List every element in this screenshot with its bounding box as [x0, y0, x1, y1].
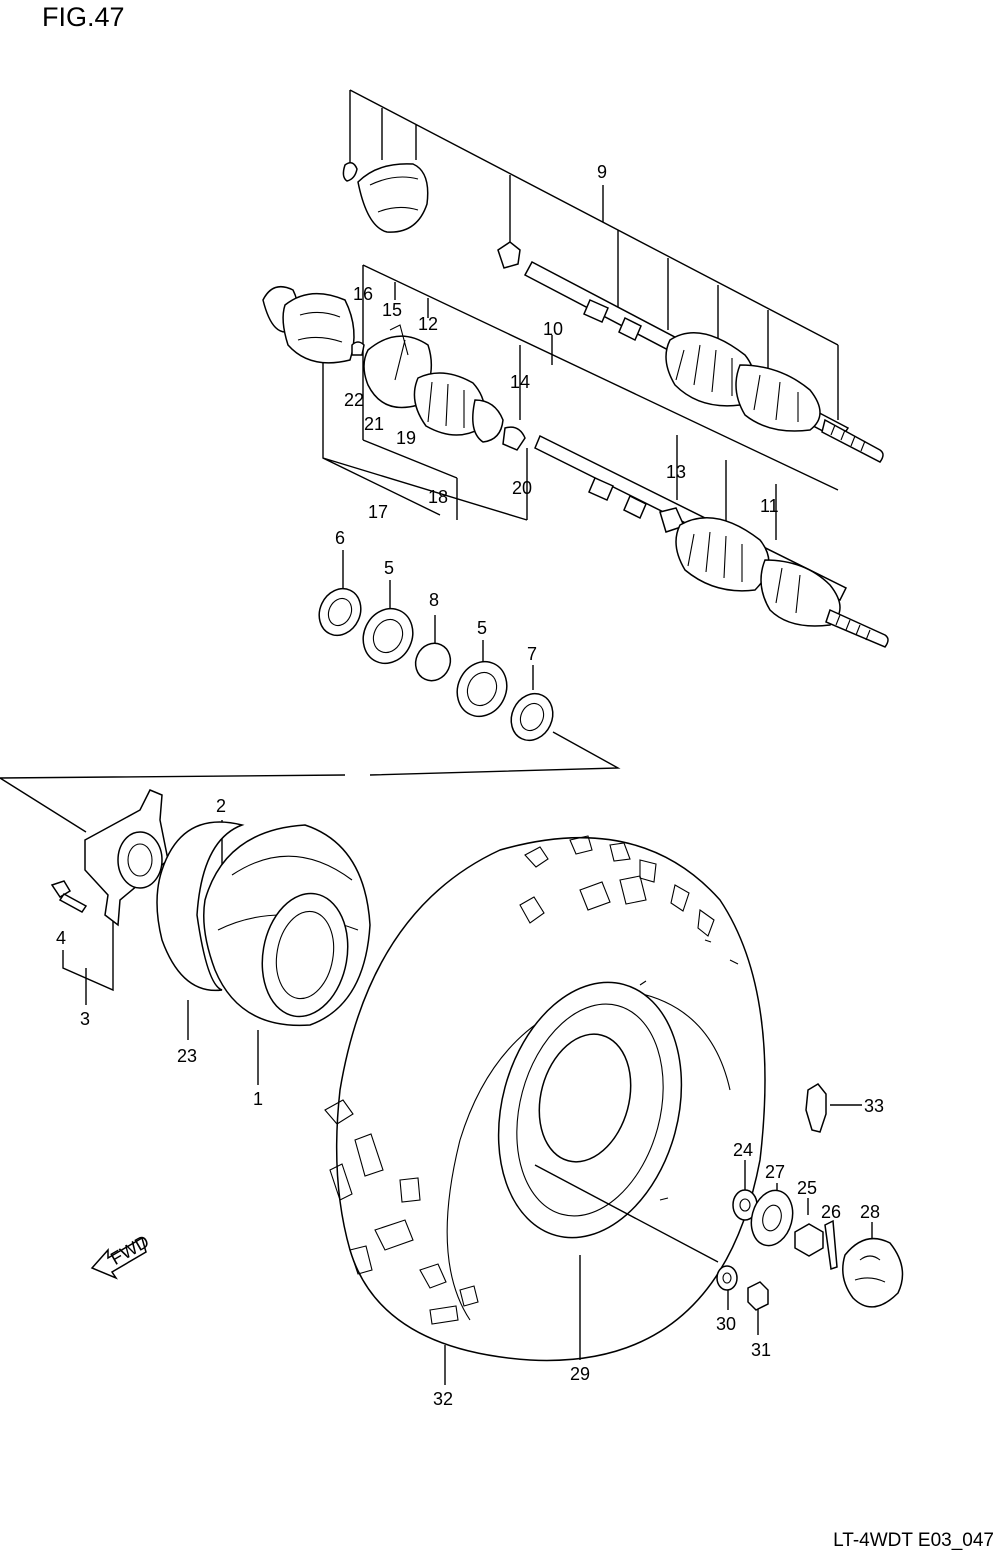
callout-6: 6 — [335, 528, 345, 548]
callout-24: 24 — [733, 1140, 753, 1160]
callout-8: 8 — [429, 590, 439, 610]
callout-15: 15 — [382, 300, 402, 320]
callout-2: 2 — [216, 796, 226, 816]
callout-18: 18 — [428, 487, 448, 507]
callout-33: 33 — [864, 1096, 884, 1116]
bearing-set — [318, 550, 554, 742]
callout-7: 7 — [527, 644, 537, 664]
callout-17: 17 — [368, 502, 388, 522]
hub-assembly — [0, 731, 621, 1085]
axle-nut-parts — [716, 1083, 904, 1335]
callout-25: 25 — [797, 1178, 817, 1198]
wheel-assembly — [324, 835, 766, 1385]
callout-26: 26 — [821, 1202, 841, 1222]
callout-12: 12 — [418, 314, 438, 334]
callout-3: 3 — [80, 1009, 90, 1029]
callout-19: 19 — [396, 428, 416, 448]
callout-11: 11 — [760, 496, 779, 516]
callout-14: 14 — [510, 372, 530, 392]
callout-labels: 9 10 11 12 13 14 15 16 17 18 19 20 21 22… — [56, 162, 884, 1409]
callout-21: 21 — [364, 414, 384, 434]
callout-16: 16 — [353, 284, 373, 304]
fwd-arrow-icon: FWD — [90, 1231, 153, 1280]
callout-28: 28 — [860, 1202, 880, 1222]
fwd-label: FWD — [107, 1231, 152, 1269]
callout-31: 31 — [751, 1340, 771, 1360]
figure-title: FIG.47 — [42, 2, 125, 32]
callout-30: 30 — [716, 1314, 736, 1334]
callout-29: 29 — [570, 1364, 590, 1384]
callout-27: 27 — [765, 1162, 785, 1182]
callout-10: 10 — [543, 319, 563, 339]
callout-9: 9 — [597, 162, 607, 182]
callout-5a: 5 — [384, 558, 394, 578]
callout-20: 20 — [512, 478, 532, 498]
callout-13: 13 — [666, 462, 686, 482]
figure-code: LT-4WDT E03_047 — [833, 1530, 994, 1551]
drive-shaft-lower — [262, 264, 889, 648]
drive-shaft-upper — [342, 89, 884, 463]
callout-22: 22 — [344, 390, 364, 410]
callout-23: 23 — [177, 1046, 197, 1066]
callout-4: 4 — [56, 928, 66, 948]
callout-5b: 5 — [477, 618, 487, 638]
callout-32: 32 — [433, 1389, 453, 1409]
callout-1: 1 — [253, 1089, 263, 1109]
